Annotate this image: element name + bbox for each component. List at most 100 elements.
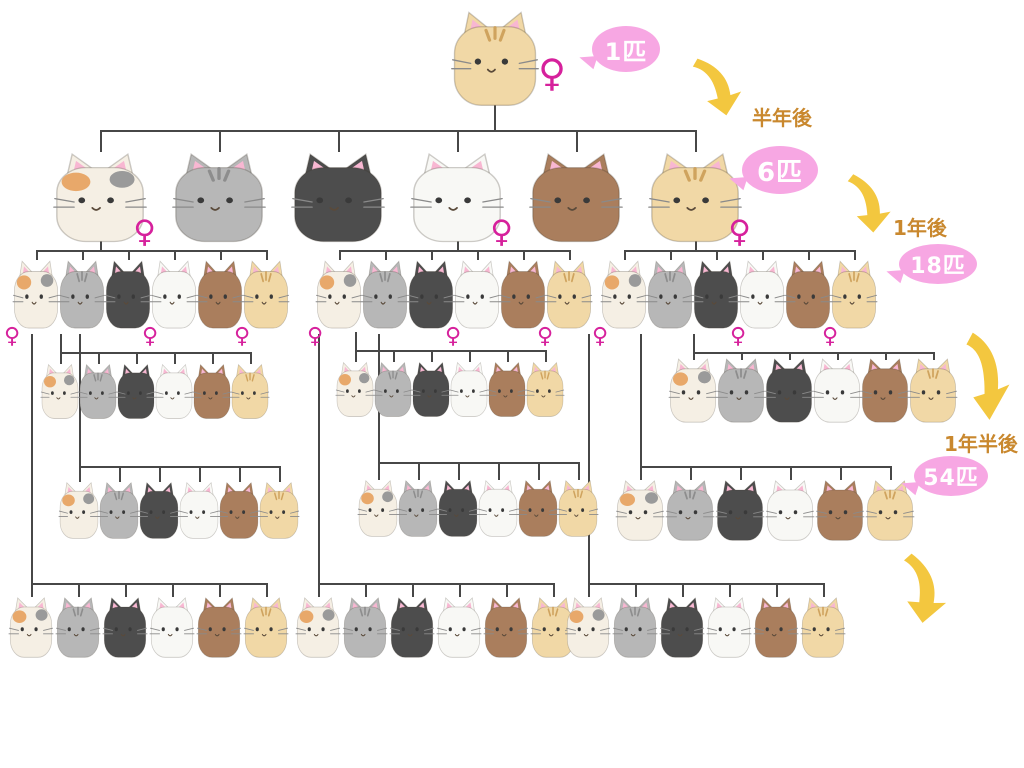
litter-generation-2: ♀♀♀	[52, 150, 766, 248]
female-symbol: ♀	[822, 324, 839, 349]
connector-line	[624, 250, 856, 252]
cat-brown	[815, 478, 865, 542]
litter-gen4-2	[335, 360, 565, 418]
cat-white	[706, 595, 752, 659]
connector-line	[458, 462, 460, 480]
female-symbol: ♀	[4, 324, 21, 349]
cat-gray	[361, 258, 409, 330]
connector-line	[538, 462, 540, 480]
litter-gen4-1	[40, 362, 270, 420]
connector-line	[338, 130, 340, 152]
cat-white: ♀	[142, 258, 198, 348]
connector-line	[239, 466, 241, 482]
connector-line	[159, 466, 161, 482]
connector-line	[506, 583, 508, 597]
female-symbol: ♀	[537, 324, 554, 349]
cat-calico: ♀	[307, 258, 363, 348]
litter-gen3-3: ♀♀♀	[592, 258, 878, 348]
cat-white	[436, 595, 482, 659]
female-symbol: ♀	[445, 324, 462, 349]
connector-line	[100, 130, 102, 152]
connector-line	[365, 583, 367, 597]
connector-line	[100, 130, 696, 132]
connector-line	[498, 462, 500, 480]
litter-gen5-3	[615, 478, 915, 542]
connector-line	[128, 250, 130, 260]
female-symbol: ♀	[133, 214, 156, 250]
connector-line	[318, 583, 555, 585]
female-symbol: ♀	[538, 51, 566, 95]
connector-line	[125, 583, 127, 597]
cat-black	[411, 360, 451, 418]
litter-gen6-1	[8, 595, 290, 659]
litter-gen5-2	[357, 478, 599, 538]
cat-black	[389, 595, 435, 659]
connector-line	[219, 130, 221, 152]
connector-line	[79, 466, 81, 482]
connector-line	[670, 250, 672, 260]
connector-line	[78, 583, 80, 597]
cat-brown	[196, 258, 244, 330]
cat-gray	[171, 150, 267, 244]
connector-line	[31, 583, 33, 597]
connector-line	[494, 104, 496, 132]
cat-white	[154, 362, 194, 420]
connector-line	[507, 350, 509, 362]
arrow-icon-continue	[904, 553, 947, 623]
cat-brown	[860, 356, 910, 424]
connector-line	[220, 250, 222, 260]
connector-line	[172, 583, 174, 597]
arrow-icon-one-year	[847, 174, 891, 233]
connector-line	[693, 334, 695, 352]
cat-calico	[40, 362, 80, 420]
cat-cream: ♀	[537, 258, 593, 348]
connector-line	[355, 350, 547, 352]
cat-calico	[335, 360, 375, 418]
connector-line	[431, 350, 433, 362]
cat-gray	[55, 595, 101, 659]
connector-line	[431, 250, 433, 260]
connector-line	[355, 350, 357, 362]
cat-calico: ♀	[52, 150, 156, 248]
cat-black	[764, 356, 814, 424]
cat-cream: ♀	[647, 150, 751, 248]
cat-black	[138, 480, 180, 540]
connector-line	[576, 130, 578, 152]
connector-line	[640, 334, 642, 466]
cat-cream	[258, 480, 300, 540]
connector-line	[729, 583, 731, 597]
connector-line	[250, 352, 252, 364]
connector-line	[31, 583, 268, 585]
cat-brown	[517, 478, 559, 538]
connector-line	[890, 466, 892, 480]
cat-white	[149, 595, 195, 659]
cat-cream	[908, 356, 958, 424]
cat-white	[449, 360, 489, 418]
count-text-one-year: 18匹	[910, 254, 966, 279]
connector-line	[31, 334, 33, 583]
connector-line	[212, 352, 214, 364]
cat-brown	[196, 595, 242, 659]
connector-line	[459, 583, 461, 597]
cat-gray	[373, 360, 413, 418]
connector-line	[100, 240, 102, 250]
cat-black	[692, 258, 740, 330]
connector-line	[355, 332, 357, 350]
cat-cream	[800, 595, 846, 659]
cat-cream	[865, 478, 915, 542]
connector-line	[569, 250, 571, 260]
cat-gray	[716, 356, 766, 424]
litter-gen4-3	[668, 356, 958, 424]
connector-line	[219, 583, 221, 597]
connector-line	[457, 130, 459, 152]
time-label-18-months: 1年半後	[944, 432, 1018, 456]
cat-brown	[487, 360, 527, 418]
cat-white	[812, 356, 862, 424]
connector-line	[266, 583, 268, 597]
connector-line	[776, 583, 778, 597]
connector-line	[279, 466, 281, 482]
cat-cream	[525, 360, 565, 418]
cat-black	[407, 258, 455, 330]
cat-black	[290, 150, 386, 244]
